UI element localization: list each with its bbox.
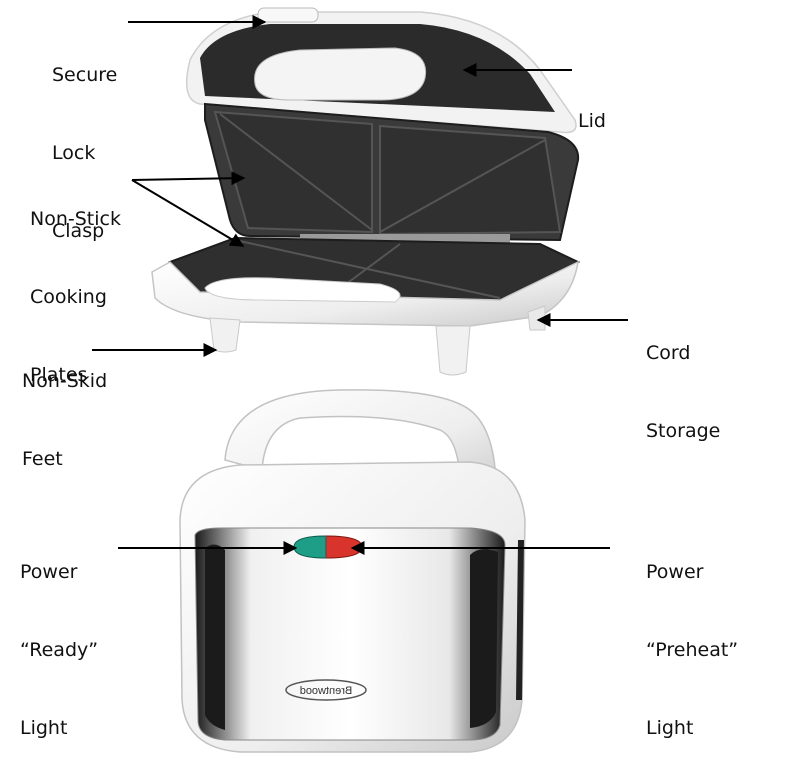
label-cord-storage: Cord Storage bbox=[646, 288, 720, 470]
label-line: Non-Skid bbox=[22, 370, 108, 392]
label-line: Power bbox=[646, 561, 704, 583]
secure-lock-clasp bbox=[257, 7, 319, 23]
label-secure-lock-clasp: Secure Lock Clasp bbox=[52, 10, 117, 270]
label-line: Lock bbox=[52, 142, 96, 164]
label-lid: Lid bbox=[578, 56, 606, 160]
label-line: Light bbox=[646, 717, 694, 739]
label-line: “Ready” bbox=[20, 639, 99, 661]
brand-logo-text: Brentwood bbox=[300, 685, 353, 697]
front-left-foot bbox=[209, 317, 241, 353]
front-right-foot bbox=[435, 325, 471, 376]
arrow-upper-plate bbox=[131, 171, 246, 186]
front-panel bbox=[194, 527, 506, 741]
label-power-preheat-light: Power “Preheat” Light bbox=[646, 507, 738, 767]
brand-logo: Brentwood bbox=[285, 679, 367, 701]
open-sandwich-maker bbox=[151, 7, 581, 376]
label-line: Cooking bbox=[30, 286, 107, 308]
label-line: Lid bbox=[578, 110, 606, 132]
label-line: Plates bbox=[30, 364, 88, 386]
label-line: Non-Stick bbox=[30, 208, 121, 230]
closed-sandwich-maker: Brentwood bbox=[179, 389, 526, 753]
label-line: Secure bbox=[52, 64, 118, 86]
label-line: Feet bbox=[22, 448, 63, 470]
callout-arrows bbox=[92, 15, 628, 555]
label-line: “Preheat” bbox=[646, 639, 739, 661]
label-line: Power bbox=[20, 561, 78, 583]
arrow-lower-plate bbox=[131, 179, 245, 247]
lid-handle bbox=[254, 47, 427, 101]
label-line: Cord bbox=[646, 342, 691, 364]
label-power-ready-light: Power “Ready” Light bbox=[20, 507, 98, 767]
label-line: Storage bbox=[646, 420, 721, 442]
label-line: Clasp bbox=[52, 220, 105, 242]
label-non-stick-cooking-plates: Non-Stick Cooking Plates bbox=[30, 154, 121, 414]
label-line: Light bbox=[20, 717, 68, 739]
label-non-skid-feet: Non-Skid Feet bbox=[22, 316, 107, 498]
indicator-lights bbox=[293, 535, 363, 559]
